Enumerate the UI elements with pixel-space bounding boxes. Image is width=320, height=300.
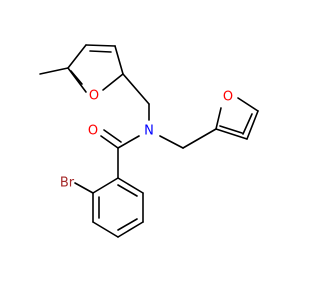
bond-n-right-ch2 bbox=[159, 135, 184, 149]
bond-furan-right-4 bbox=[215, 128, 248, 140]
bromine-label: Br bbox=[60, 176, 75, 191]
oxygen-furan-left-label: O bbox=[89, 89, 99, 104]
bond-right-ch2-furan bbox=[182, 128, 217, 149]
oxygen-furan-right-label: O bbox=[223, 90, 233, 105]
bond-furan-right-1 bbox=[215, 107, 222, 130]
oxygen-carbonyl-label: O bbox=[88, 124, 98, 139]
bond-benzene-1 bbox=[92, 177, 119, 194]
molecule-canvas: O O N O Br bbox=[39, 44, 259, 238]
bond-furan-right-4-double bbox=[219, 125, 243, 134]
bond-benzene-4 bbox=[117, 221, 144, 238]
bond-benzene-4-double bbox=[117, 218, 138, 231]
bond-benzene-3 bbox=[92, 221, 119, 238]
molecule-structure-svg: O O N O Br bbox=[39, 44, 259, 238]
bond-benzene-6-double bbox=[117, 184, 138, 197]
bond-furan-left-5-double bbox=[70, 70, 83, 85]
bond-furan-left-2 bbox=[85, 44, 116, 47]
bond-methyl bbox=[39, 67, 69, 75]
bond-furan-left-4 bbox=[102, 73, 124, 91]
bond-furan-left-1 bbox=[67, 44, 87, 69]
bond-furan-left-3 bbox=[114, 45, 124, 75]
bond-left-ch2 bbox=[122, 73, 150, 105]
bond-benzene-6 bbox=[117, 177, 144, 194]
bond-furan-right-3-double bbox=[242, 113, 253, 135]
nitrogen-label: N bbox=[144, 124, 154, 139]
bond-carbonyl-double-2 bbox=[103, 129, 122, 143]
bond-bromine bbox=[74, 182, 94, 194]
bond-n-carbonyl bbox=[117, 135, 140, 149]
bond-furan-right-3 bbox=[246, 110, 259, 140]
bond-furan-left-2-double bbox=[89, 50, 112, 53]
bond-carbonyl-double-1 bbox=[100, 135, 119, 149]
bond-furan-right-2 bbox=[237, 97, 259, 112]
